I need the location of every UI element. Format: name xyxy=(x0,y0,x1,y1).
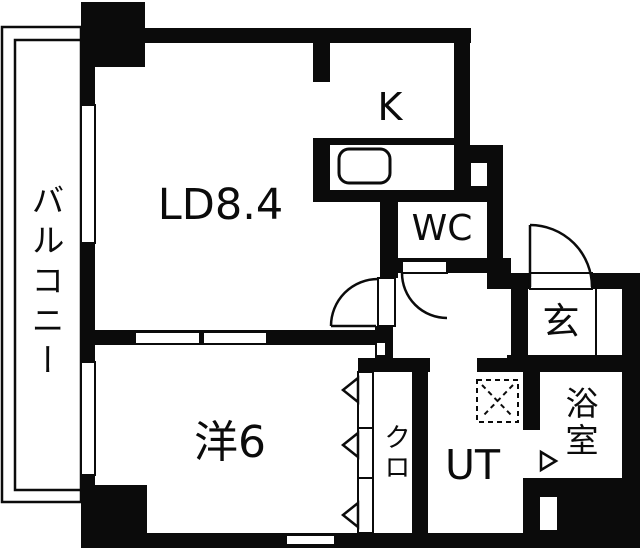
wall-segment xyxy=(454,145,503,163)
kitchen-counter-edge xyxy=(330,138,454,145)
wall-segment xyxy=(313,138,330,202)
bathroom-door-arrow xyxy=(539,449,559,473)
window-ld-balcony xyxy=(80,104,96,244)
bottom-wall-window xyxy=(287,536,334,544)
closet-door-arrow xyxy=(340,500,360,530)
partition-window-left xyxy=(134,331,201,345)
closet-door-arrow xyxy=(340,375,360,405)
wc-door-leaf xyxy=(401,260,448,274)
western-room-label: 洋6 xyxy=(194,417,266,468)
kitchen-label: K xyxy=(377,85,403,129)
bathroom-label: 浴室 xyxy=(560,386,599,460)
wall-segment xyxy=(313,43,330,82)
kitchen-sink xyxy=(337,147,392,185)
living-dining-label: LD8.4 xyxy=(157,180,284,230)
pipe-space xyxy=(540,497,557,530)
wall-segment xyxy=(145,28,471,43)
ld-door-arc xyxy=(329,277,379,327)
balcony-label: バルコニー xyxy=(26,183,65,383)
ld-door-leaf xyxy=(377,277,396,327)
wc-door-arc xyxy=(400,272,448,320)
wall-segment xyxy=(380,202,398,278)
entrance-door-leaf xyxy=(529,272,593,290)
closet-door-arrow xyxy=(340,430,360,460)
door-frame-notch xyxy=(377,343,385,355)
wall-segment xyxy=(95,485,147,533)
wall-segment xyxy=(454,28,470,163)
utility-opening xyxy=(430,358,477,372)
washer-pan xyxy=(476,379,519,423)
wall-segment xyxy=(412,372,428,533)
washer-pan-cross xyxy=(481,384,514,418)
entrance-label: 玄 xyxy=(542,300,580,343)
toilet-label: WC xyxy=(411,208,473,249)
wall-niche xyxy=(471,164,487,186)
bathroom-door-opening xyxy=(523,430,540,478)
partition-window-right xyxy=(202,331,268,345)
closet-label: クロ xyxy=(379,423,410,483)
wall-segment xyxy=(313,190,503,202)
wall-segment xyxy=(507,355,640,372)
closet-sliding-door xyxy=(357,371,374,534)
wall-segment xyxy=(511,273,528,358)
balcony-inner-rail xyxy=(13,38,83,492)
utility-label: UT xyxy=(444,441,501,489)
entrance-door-arc xyxy=(529,223,594,288)
window-western-balcony xyxy=(80,361,96,476)
wall-segment xyxy=(81,533,640,548)
